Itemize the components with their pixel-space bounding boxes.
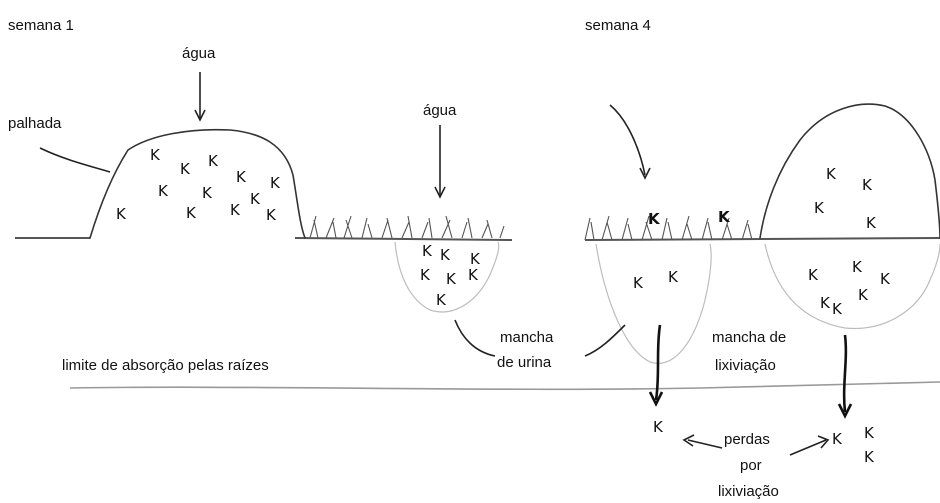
k-marker: K: [832, 300, 842, 318]
urine-patch-label-line2: de urina: [497, 354, 552, 371]
straw-pointer-arrow: [39, 147, 111, 173]
soil-surface-right: [584, 237, 940, 241]
k-marker: K: [180, 160, 190, 178]
k-marker: K: [440, 246, 450, 264]
week4-incoming-arrowhead: [639, 167, 651, 180]
losses-pointer-left: [687, 439, 723, 449]
k-marker: K: [648, 210, 660, 228]
k-marker: K: [202, 184, 212, 202]
k-marker: K: [862, 176, 872, 194]
urine-patch-label-line1: mancha: [500, 329, 554, 346]
urine-patch-pointer-arrow: [454, 319, 496, 357]
water-arrowhead-mid: [434, 186, 446, 199]
k-marker: K: [852, 258, 862, 276]
k-marker: K: [208, 152, 218, 170]
k-marker: K: [653, 418, 663, 436]
water-arrowhead-left: [194, 109, 206, 122]
k-marker: K: [470, 250, 480, 268]
water-label-left: água: [182, 45, 216, 62]
losses-label-line3: lixiviação: [718, 483, 779, 500]
urine-patch-week1: [394, 241, 500, 313]
k-marker: K: [880, 270, 890, 288]
k-marker: K: [814, 199, 824, 217]
losses-label-line1: perdas: [724, 431, 770, 448]
k-marker: K: [468, 266, 478, 284]
k-marker: K: [436, 291, 446, 309]
k-marker: K: [230, 201, 240, 219]
week4-incoming-arrow: [609, 104, 646, 176]
root-limit-label: limite de absorção pelas raízes: [62, 357, 269, 374]
k-marker: K: [158, 182, 168, 200]
k-marker: K: [832, 430, 842, 448]
k-marker: K: [820, 294, 830, 312]
k-marker: K: [633, 274, 643, 292]
leaching-patch-label-line1: mancha de: [712, 329, 787, 346]
leaching-patch-week4: [764, 243, 940, 330]
leaching-arrow-left: [654, 324, 662, 401]
k-marker: K: [250, 190, 260, 208]
k-marker: K: [422, 242, 432, 260]
urine-patch-week4-pointer: [584, 324, 626, 357]
urine-patch-week4: [595, 243, 712, 364]
week4-label: semana 4: [585, 17, 651, 34]
k-marker: K: [420, 266, 430, 284]
k-marker: K: [866, 214, 876, 232]
leaching-arrow-right: [842, 334, 848, 413]
leaching-patch-label-line2: lixiviação: [715, 357, 776, 374]
grass-week1: [309, 215, 505, 239]
soil-surface-left: [15, 237, 513, 241]
leaching-arrowhead-right: [837, 403, 853, 419]
straw-label: palhada: [8, 115, 62, 132]
k-marker: K: [864, 448, 874, 466]
k-marker: K: [150, 146, 160, 164]
k-marker: K: [668, 268, 678, 286]
k-marker: K: [826, 165, 836, 183]
k-marker: K: [186, 204, 196, 222]
k-marker: K: [446, 270, 456, 288]
k-marker: K: [864, 424, 874, 442]
losses-pointer-right: [789, 439, 827, 456]
losses-pointer-left-head: [682, 434, 695, 447]
losses-pointer-right-head: [817, 435, 830, 449]
straw-pile-week1: [89, 128, 306, 239]
k-marker: K: [718, 208, 730, 226]
k-marker: K: [266, 206, 276, 224]
straw-pile-week4: [759, 103, 940, 239]
leaching-arrowhead-left: [648, 391, 664, 407]
grass-week4: [584, 215, 753, 241]
losses-label-line2: por: [740, 457, 762, 474]
week1-label: semana 1: [8, 17, 74, 34]
root-absorption-limit-line: [69, 381, 940, 391]
k-marker: K: [858, 286, 868, 304]
k-marker: K: [116, 205, 126, 223]
k-marker: K: [808, 266, 818, 284]
water-label-mid: água: [423, 102, 457, 119]
k-marker: K: [270, 174, 280, 192]
k-marker: K: [236, 168, 246, 186]
